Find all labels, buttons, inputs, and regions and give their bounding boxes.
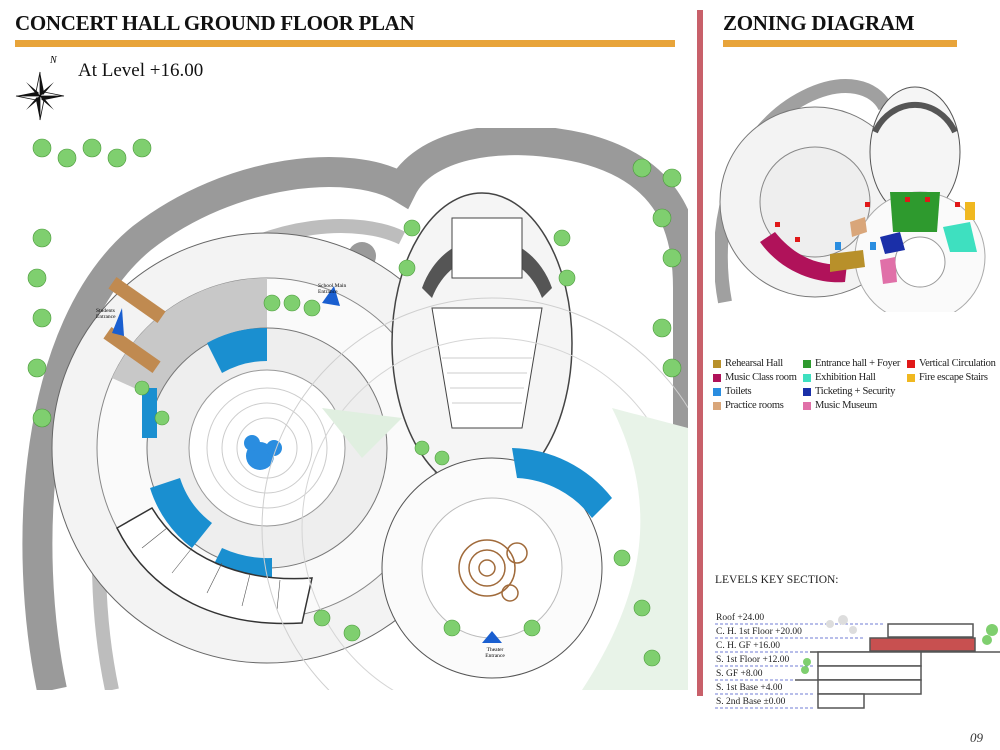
legend-label: Music Museum [815, 400, 878, 411]
legend-item-vertical-circulation: Vertical Circulation [907, 358, 996, 369]
legend-item-entrance-hall: Entrance hall + Foyer [803, 358, 900, 369]
legend-item-ticketing: Ticketing + Security [803, 386, 895, 397]
legend-swatch [803, 401, 811, 410]
floor-plan [22, 128, 688, 690]
north-arrow-icon [15, 71, 65, 121]
legend-label: Fire escape Stairs [919, 372, 988, 383]
legend-label: Entrance hall + Foyer [815, 358, 901, 369]
legend-label: Rehearsal Hall [725, 358, 783, 369]
page-title: CONCERT HALL GROUND FLOOR PLAN [15, 11, 415, 35]
title-underline [15, 40, 675, 47]
divider [697, 10, 703, 696]
legend-item-toilets: Toilets [713, 386, 752, 397]
level-ch-gf: C. H. GF +16.00 [716, 641, 780, 651]
legend-swatch [713, 373, 721, 382]
legend-item-rehearsal-hall: Rehearsal Hall [713, 358, 783, 369]
level-s-gf: S. GF +8.00 [716, 669, 763, 679]
legend-label: Music Class room [725, 372, 797, 383]
legend-label: Exhibition Hall [815, 372, 876, 383]
legend-swatch [907, 359, 915, 368]
students-entrance-label: Students Entrance [96, 308, 116, 320]
legend-item-fire-escape: Fire escape Stairs [907, 372, 988, 383]
legend-swatch [907, 373, 915, 382]
legend-swatch [803, 359, 811, 368]
zoning-underline [723, 40, 957, 47]
page-number: 09 [970, 730, 983, 745]
legend-item-exhibition-hall: Exhibition Hall [803, 372, 876, 383]
north-label: N [50, 55, 57, 66]
levels-section-diagram [715, 615, 1000, 709]
legend-swatch [713, 401, 721, 410]
legend-label: Practice rooms [725, 400, 784, 411]
legend-item-practice-rooms: Practice rooms [713, 400, 784, 411]
level-roof: Roof +24.00 [716, 613, 765, 623]
legend-label: Toilets [725, 386, 752, 397]
theater-entrance-label: Theater Entrance [485, 647, 505, 659]
legend-label: Ticketing + Security [815, 386, 896, 397]
legend-item-music-class-room: Music Class room [713, 372, 797, 383]
levels-title: LEVELS KEY SECTION: [715, 574, 839, 586]
legend-swatch [713, 359, 721, 368]
legend-label: Vertical Circulation [919, 358, 996, 369]
zoning-title: ZONING DIAGRAM [723, 11, 915, 35]
level-ch-1st-floor: C. H. 1st Floor +20.00 [716, 627, 802, 637]
school-main-entrance-label: School Main Entrance [318, 283, 347, 295]
level-label: At Level +16.00 [78, 60, 204, 81]
level-s-2nd-base: S. 2nd Base ±0.00 [716, 697, 786, 707]
legend-swatch [713, 387, 721, 396]
zoning-diagram [715, 79, 986, 312]
level-s-1st-base: S. 1st Base +4.00 [716, 683, 783, 693]
level-s-1st-floor: S. 1st Floor +12.00 [716, 655, 790, 665]
legend-item-music-museum: Music Museum [803, 400, 877, 411]
legend-swatch [803, 373, 811, 382]
legend-swatch [803, 387, 811, 396]
